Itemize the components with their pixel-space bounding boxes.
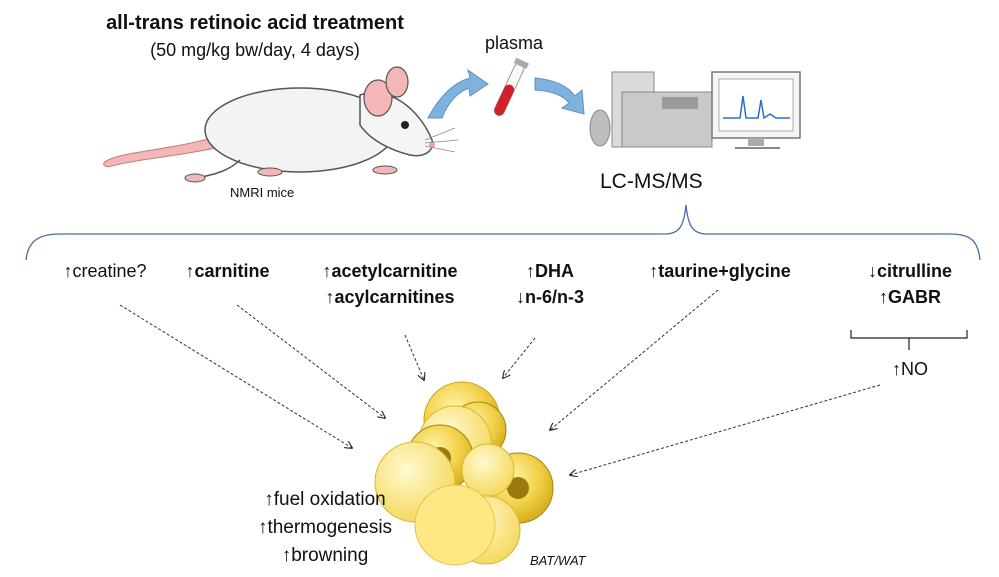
metabolite-line: ↑acetylcarnitine xyxy=(322,261,458,281)
metabolite-dha: ↑DHA ↓n-6/n-3 xyxy=(495,258,605,310)
tissue-label: BAT/WAT xyxy=(530,553,586,568)
arrow-no xyxy=(570,384,881,475)
metabolite-line: ↑GABR xyxy=(879,287,941,307)
arrow-carnitine xyxy=(236,304,385,418)
metabolite-line: ↑carnitine xyxy=(185,261,270,281)
arrow-creatine xyxy=(119,304,352,448)
metabolite-line: ↑creatine? xyxy=(63,261,147,281)
metabolite-citrulline-gabr: ↓citrulline ↑GABR xyxy=(845,258,975,310)
effect-item: ↑fuel oxidation xyxy=(264,489,386,510)
arrow-mouse-to-plasma xyxy=(427,68,489,119)
metabolite-creatine: ↑creatine? xyxy=(40,258,170,284)
arrow-acylcarnitines xyxy=(404,334,424,380)
results-brace xyxy=(25,204,981,261)
plasma-tube-icon xyxy=(493,57,529,116)
metabolite-line: ↑taurine+glycine xyxy=(649,261,791,281)
metabolite-line: ↓n-6/n-3 xyxy=(515,287,584,307)
metabolite-line: ↓citrulline xyxy=(867,261,952,281)
effects-list: ↑fuel oxidation ↑thermogenesis ↑browning xyxy=(230,486,420,570)
effect-item: ↑browning xyxy=(281,545,369,566)
treatment-dose: (50 mg/kg bw/day, 4 days) xyxy=(150,40,360,60)
arrow-dha xyxy=(503,337,536,378)
nitric-oxide-label: ↑NO xyxy=(892,359,928,379)
treatment-title: all-trans retinoic acid treatment xyxy=(106,12,404,34)
mouse-label: NMRI mice xyxy=(230,185,295,200)
adipocyte-cluster xyxy=(374,381,554,566)
metabolite-taurine-glycine: ↑taurine+glycine xyxy=(625,258,815,284)
arrow-taurine xyxy=(550,289,719,430)
lcms-label: LC-MS/MS xyxy=(600,170,703,193)
metabolite-line: ↑acylcarnitines xyxy=(325,287,455,307)
metabolite-acylcarnitines: ↑acetylcarnitine ↑acylcarnitines xyxy=(300,258,480,310)
metabolite-carnitine: ↑carnitine xyxy=(165,258,290,284)
plasma-label: plasma xyxy=(485,33,544,53)
arrow-plasma-to-lcms xyxy=(534,77,585,115)
dashed-arrows xyxy=(119,289,881,475)
metabolite-line: ↑DHA xyxy=(526,261,574,281)
mouse-illustration xyxy=(103,66,459,183)
no-bracket xyxy=(850,330,968,350)
lcms-instrument-icon xyxy=(589,71,801,149)
effect-item: ↑thermogenesis xyxy=(257,517,393,538)
